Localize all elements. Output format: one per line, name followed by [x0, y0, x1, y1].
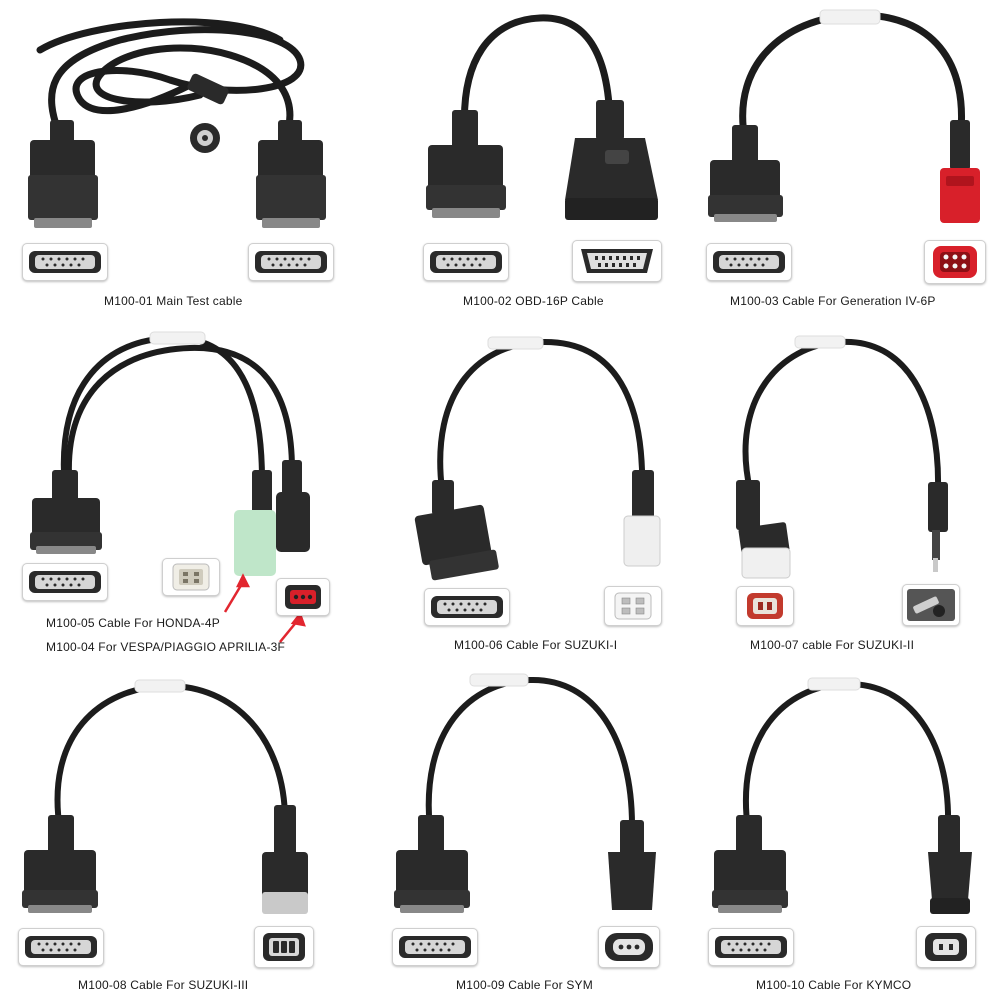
db15-connector-icon [423, 243, 509, 281]
suzuki-i-cable-illustration [414, 336, 661, 581]
cable-m100-10: M100-10 Cable For KYMCO [690, 660, 1000, 1000]
kymco-cable-illustration [712, 677, 972, 914]
caption-m100-08: M100-08 Cable For SUZUKI-III [78, 978, 249, 992]
sym-connector-icon [598, 926, 660, 968]
kymco-connector-icon [916, 926, 976, 968]
obd16-connector-icon [572, 240, 662, 282]
suzuki-iii-cable-illustration [22, 679, 308, 914]
piaggio-3f-connector-icon [276, 578, 330, 616]
barrel-jack-icon [902, 584, 960, 626]
main-test-cable-illustration [28, 18, 326, 228]
db15-connector-icon [424, 588, 510, 626]
cable-m100-02: M100-02 OBD-16P Cable [330, 0, 670, 320]
db15-connector-icon [706, 243, 792, 281]
barrel-jack-icon [187, 73, 229, 153]
suzuki-ii-cable-illustration [736, 335, 948, 579]
db15-connector-icon [392, 928, 478, 966]
cable-m100-09: M100-09 Cable For SYM [370, 660, 680, 1000]
caption-m100-06: M100-06 Cable For SUZUKI-I [454, 638, 618, 652]
cable-m100-08: M100-08 Cable For SUZUKI-III [0, 660, 340, 1000]
honda-4p-connector-icon [162, 558, 220, 596]
caption-m100-10: M100-10 Cable For KYMCO [756, 978, 912, 992]
cable-m100-04-05: M100-05 Cable For HONDA-4P M100-04 For V… [0, 320, 360, 660]
cable-m100-01: M100-01 Main Test cable [0, 0, 334, 320]
caption-m100-02: M100-02 OBD-16P Cable [463, 294, 604, 308]
cable-m100-07: M100-07 cable For SUZUKI-II [700, 320, 1000, 660]
honda-vespa-cable-illustration [30, 331, 310, 643]
cable-m100-03: M100-03 Cable For Generation IV-6P [670, 0, 1000, 320]
caption-m100-03: M100-03 Cable For Generation IV-6P [730, 294, 936, 308]
db15-connector-icon [22, 243, 108, 281]
db15-connector-icon [22, 563, 108, 601]
caption-m100-05: M100-05 Cable For HONDA-4P [46, 616, 220, 630]
sym-cable-illustration [394, 673, 656, 913]
suzuki-connector-icon [736, 586, 794, 626]
cable-m100-06: M100-06 Cable For SUZUKI-I [380, 320, 690, 660]
caption-m100-09: M100-09 Cable For SYM [456, 978, 593, 992]
caption-m100-07: M100-07 cable For SUZUKI-II [750, 638, 915, 652]
red-6p-connector-icon [924, 240, 986, 284]
caption-m100-04: M100-04 For VESPA/PIAGGIO APRILIA-3F [46, 640, 286, 654]
generation-iv-cable-illustration [708, 9, 980, 223]
db15-connector-icon [18, 928, 104, 966]
db15-connector-icon [708, 928, 794, 966]
suzuki-connector-icon [254, 926, 314, 968]
db15-connector-icon [248, 243, 334, 281]
caption-m100-01: M100-01 Main Test cable [104, 294, 243, 308]
obd16-cable-illustration [426, 14, 658, 220]
suzuki-connector-icon [604, 586, 662, 626]
